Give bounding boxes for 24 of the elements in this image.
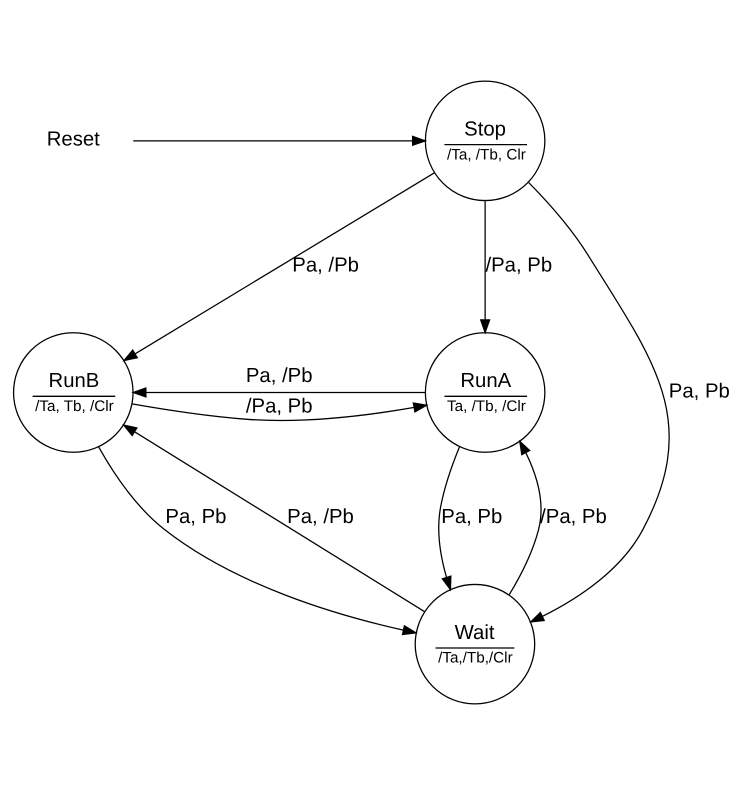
arrow <box>133 135 428 146</box>
node-circle: RunB /Ta, Tb, /Clr <box>12 332 134 453</box>
node-circle: Wait /Ta,/Tb,/Clr <box>414 584 536 705</box>
edge-label: /Pa, Pb <box>485 254 552 276</box>
arrow <box>480 201 490 335</box>
edge-label: Pa, /Pb <box>287 506 354 528</box>
arrow <box>438 446 460 592</box>
arrow <box>508 440 542 595</box>
arrow <box>122 424 425 612</box>
edge-label: Pa, /Pb <box>292 254 359 276</box>
node-circle: Stop /Ta, /Tb, Clr <box>424 80 546 202</box>
node-circle: RunA Ta, /Tb, /Clr <box>424 332 546 453</box>
arrow <box>131 387 426 398</box>
edge-label: /Pa, Pb <box>540 506 607 528</box>
edge-label: /Pa, Pb <box>246 396 313 418</box>
arrow <box>122 172 435 362</box>
edge-label: Pa, Pb <box>668 380 730 402</box>
arrow <box>132 402 429 422</box>
edge-label: Pa, /Pb <box>246 365 313 388</box>
arrow <box>528 182 670 623</box>
node-text: Reset <box>46 128 100 151</box>
edge-label: Pa, Pb <box>441 506 502 528</box>
arrow <box>98 446 418 636</box>
edge-label: Pa, Pb <box>165 506 226 528</box>
